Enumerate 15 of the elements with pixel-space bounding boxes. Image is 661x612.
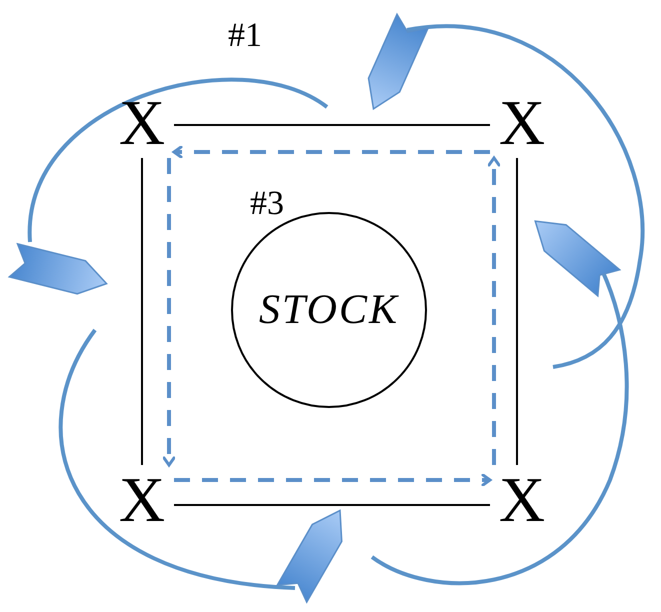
square-side-line	[141, 158, 143, 465]
circle-label: STOCK	[259, 286, 399, 334]
dashed-arrow	[174, 474, 492, 486]
x-mark: X	[110, 88, 174, 158]
number-label: #1	[228, 18, 262, 54]
number-label: #3	[250, 186, 284, 222]
square-side-line	[174, 124, 490, 126]
x-mark: X	[490, 88, 554, 158]
x-mark: X	[490, 465, 554, 535]
dashed-arrow	[488, 156, 500, 465]
dashed-arrow	[162, 158, 176, 466]
square-side-line	[516, 158, 518, 465]
square-side-line	[174, 504, 490, 506]
dashed-arrow	[172, 146, 490, 158]
x-mark: X	[110, 465, 174, 535]
